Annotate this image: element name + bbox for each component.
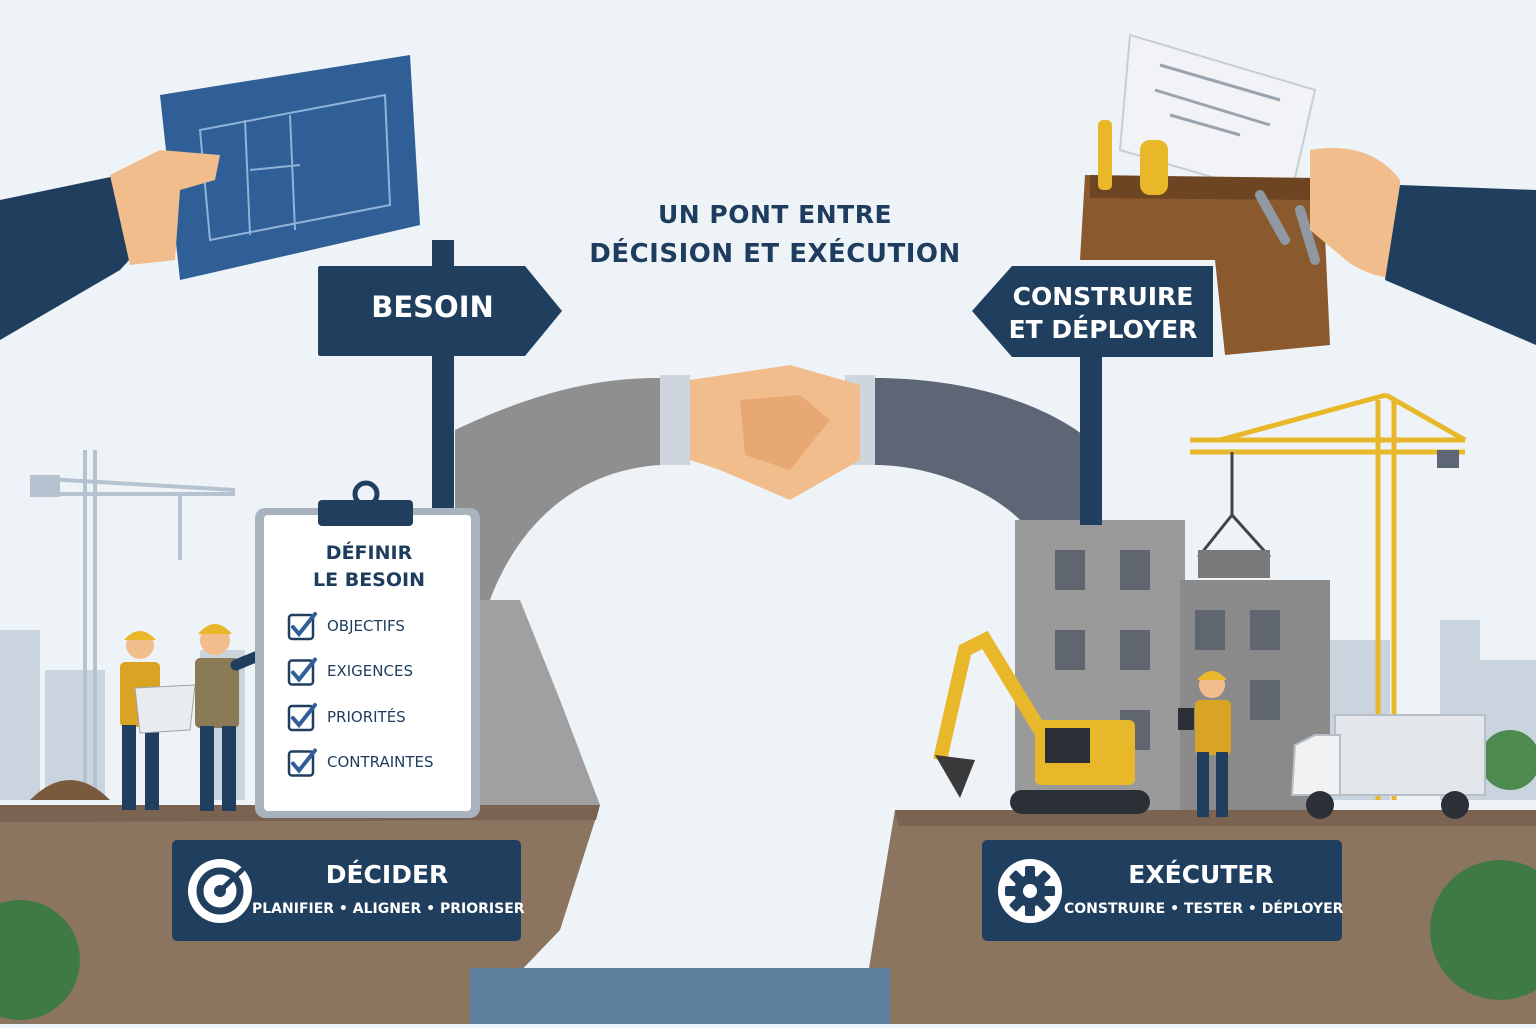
bridge-arch-left: [455, 378, 660, 600]
workers-group-left: [120, 624, 291, 811]
hoisted-slab: [1198, 550, 1270, 578]
bush-left: [0, 900, 80, 1020]
hand-with-blueprint: [0, 55, 420, 340]
clipboard-title-line2: LE BESOIN: [313, 569, 425, 591]
sign-construire-line2: ET DÉPLOYER: [1008, 315, 1198, 344]
river-water: [470, 968, 890, 1024]
checkmark-icon: [291, 612, 317, 638]
bridge-arch-right: [875, 378, 1090, 520]
checklist-item-contraintes: CONTRAINTES: [327, 753, 434, 771]
headline-line2: DÉCISION ET EXÉCUTION: [589, 239, 961, 269]
excavator: [933, 630, 1150, 814]
checklist-item-objectifs: OBJECTIFS: [327, 617, 405, 635]
sign-besoin: [318, 266, 562, 356]
checkmark-icon: [291, 703, 317, 729]
panel-executer-subtitle: CONSTRUIRE • TESTER • DÉPLOYER: [1064, 901, 1344, 917]
checkbox-list: [287, 612, 317, 777]
signpost-right: [1080, 345, 1102, 525]
hand-with-tool-belt: [1080, 33, 1536, 355]
panel-decider-subtitle: PLANIFIER • ALIGNER • PRIORISER: [252, 901, 525, 917]
headline-line1: UN PONT ENTRE: [657, 200, 893, 229]
delivery-truck: [1290, 714, 1486, 819]
sign-construire: [972, 266, 1213, 357]
target-icon: [188, 859, 252, 923]
worker-right: [1178, 671, 1231, 817]
headline: UN PONT ENTRE DÉCISION ET EXÉCUTION: [560, 200, 990, 269]
sign-besoin-label: BESOIN: [371, 290, 494, 324]
checkmark-icon: [291, 748, 317, 774]
handshake-icon: [660, 365, 875, 500]
clipboard-title-line1: DÉFINIR: [325, 542, 413, 564]
gear-icon: [998, 859, 1062, 923]
clipboard-title: DÉFINIR LE BESOIN: [262, 540, 476, 594]
bridge-pillar-left: [480, 600, 600, 805]
panel-decider-title: DÉCIDER: [325, 860, 449, 889]
checkmark-icon: [291, 657, 317, 683]
bush-right: [1430, 860, 1536, 1000]
checklist-item-priorites: PRIORITÉS: [327, 708, 406, 726]
crane-counterweight-right: [1437, 450, 1459, 468]
checklist-item-exigences: EXIGENCES: [327, 662, 413, 680]
clipboard: [255, 480, 480, 818]
dirt-mound: [30, 780, 110, 800]
panel-executer-title: EXÉCUTER: [1128, 860, 1274, 889]
tree-right: [1480, 730, 1536, 790]
panel-decider: [172, 840, 521, 941]
background-crane-left: [29, 450, 236, 800]
sign-construire-line1: CONSTRUIRE: [1012, 282, 1194, 311]
sign-construire-label: CONSTRUIRE ET DÉPLOYER: [1003, 280, 1203, 346]
crane-counterweight: [30, 475, 60, 497]
panel-executer: [982, 840, 1342, 941]
